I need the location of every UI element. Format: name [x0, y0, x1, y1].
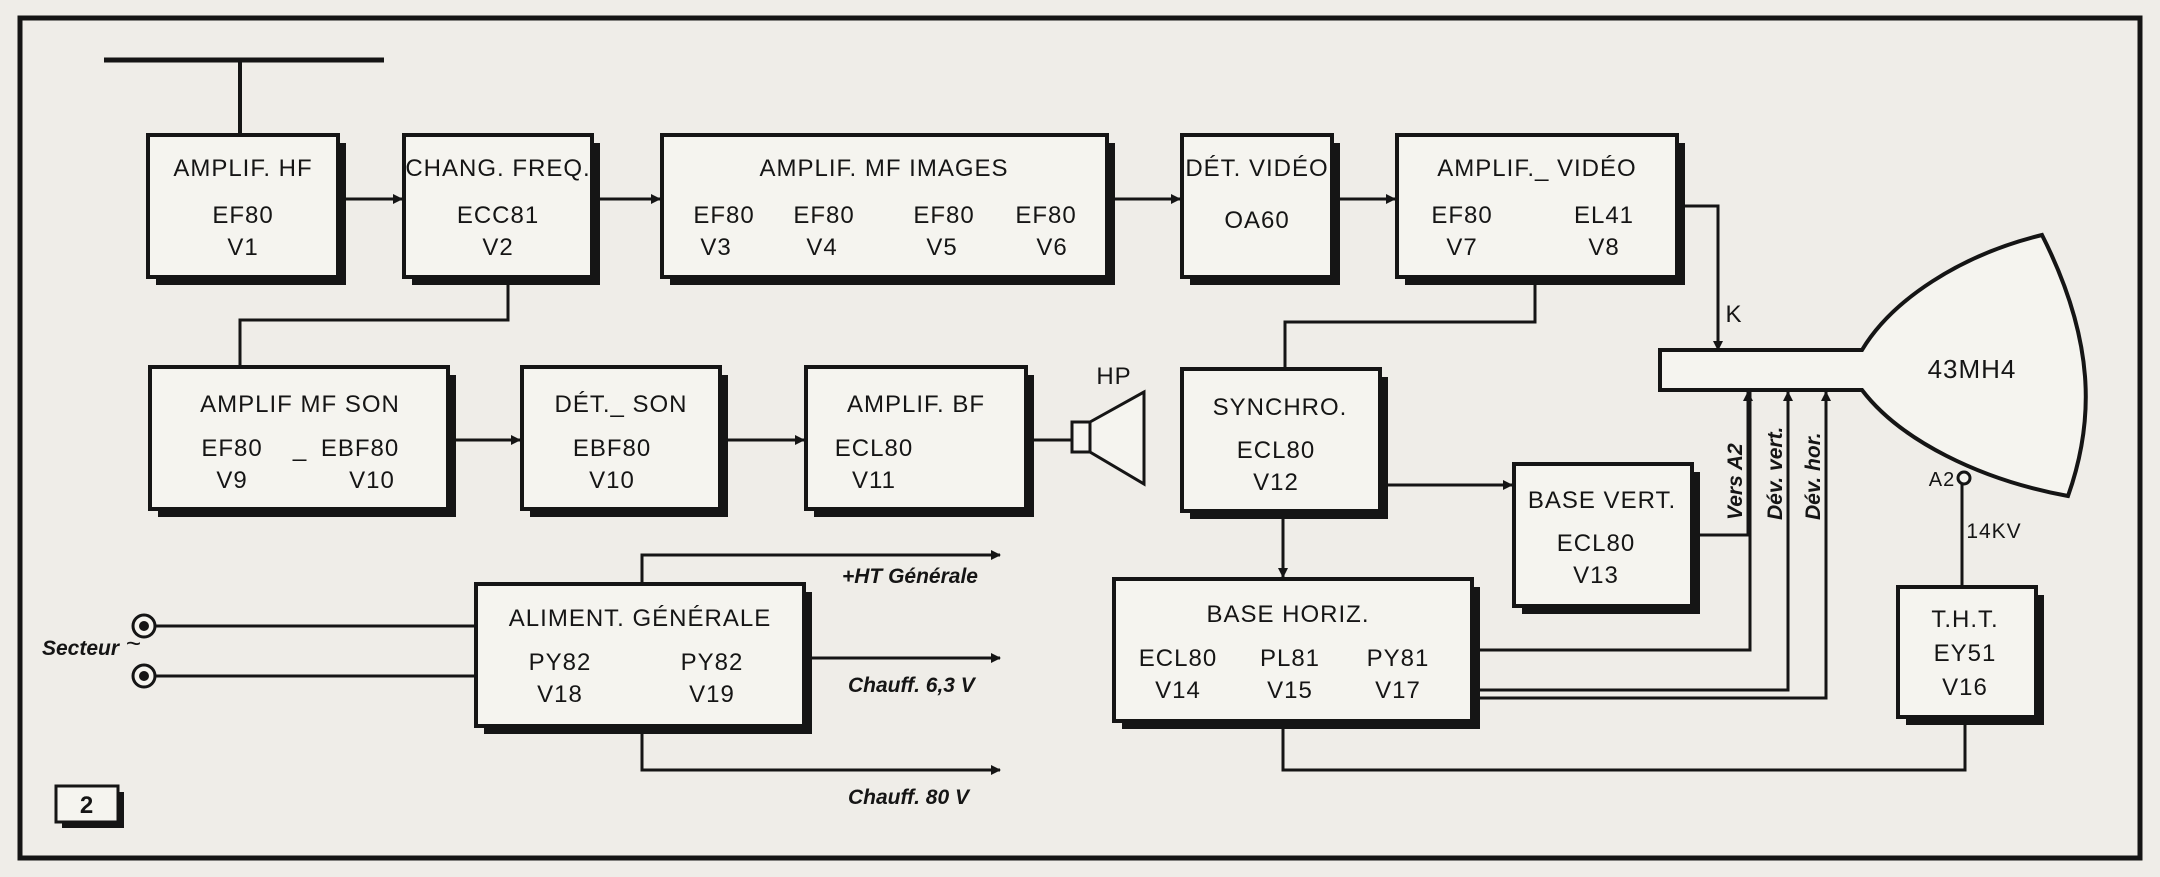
crt-tube	[1658, 232, 2088, 499]
block-det-son: DÉT._ SON EBF80 V10	[520, 365, 728, 517]
block-title: BASE HORIZ.	[1206, 601, 1369, 628]
tube-ref: V18	[537, 681, 583, 708]
vers-a2-label: Vers A2	[1724, 443, 1747, 520]
block-title: CHANG. FREQ.	[405, 155, 590, 182]
cathode-label: K	[1725, 301, 1742, 328]
tube-type: OA60	[1224, 207, 1289, 234]
tube-type: EF80	[201, 435, 262, 462]
tube-type: PY82	[681, 649, 744, 676]
dev-hor-label: Dév. hor.	[1802, 432, 1825, 520]
tube-type: EF80	[1431, 202, 1492, 229]
tube-type: EY51	[1934, 640, 1997, 667]
block-title: AMPLIF. HF	[173, 155, 312, 182]
tube-type: ECL80	[1557, 530, 1635, 557]
block-base-horiz: BASE HORIZ. ECL80 PL81 PY81 V14 V15 V17	[1112, 577, 1480, 729]
tube-ref: V8	[1588, 234, 1619, 261]
mains-terminal-top	[131, 613, 157, 639]
tube-ref: V16	[1942, 674, 1988, 701]
ht-generale-label: +HT Générale	[842, 565, 978, 588]
tube-type: ECL80	[1237, 437, 1315, 464]
block-title: BASE VERT.	[1528, 487, 1676, 514]
tube-type: EBF80	[321, 435, 399, 462]
speaker-label: HP	[1096, 363, 1131, 390]
block-title: SYNCHRO.	[1213, 394, 1348, 421]
tube-ref: V12	[1253, 469, 1299, 496]
tube-type: ECL80	[1139, 645, 1217, 672]
tube-ref: V19	[689, 681, 735, 708]
block-title: AMPLIF. MF IMAGES	[759, 155, 1008, 182]
tube-ref: V5	[926, 234, 957, 261]
tube-type: EL41	[1574, 202, 1634, 229]
tube-type: PY81	[1367, 645, 1430, 672]
block-amplif-bf: AMPLIF. BF ECL80 V11	[804, 365, 1034, 517]
tube-type: ECL80	[835, 435, 913, 462]
tube-ref: V1	[227, 234, 258, 261]
block-title: AMPLIF._ VIDÉO	[1437, 155, 1636, 182]
tube-ref: V11	[852, 467, 896, 494]
secteur-label: Secteur	[42, 637, 121, 660]
block-title: ALIMENT. GÉNÉRALE	[509, 605, 771, 632]
block-synchro: SYNCHRO. ECL80 V12	[1180, 367, 1388, 519]
block-amplif-mf-son: AMPLIF MF SON EF80 _ EBF80 V9 V10	[148, 365, 456, 517]
block-tht: T.H.T. EY51 V16	[1896, 585, 2044, 725]
figure-number: 2	[80, 792, 94, 819]
block-title: T.H.T.	[1931, 606, 1998, 633]
row2-connectors	[448, 435, 1513, 578]
figure-frame	[17, 15, 2143, 861]
tube-ref: V3	[700, 234, 731, 261]
block-base-vert: BASE VERT. ECL80 V13	[1512, 462, 1700, 614]
dev-vert-label: Dév. vert.	[1764, 427, 1787, 520]
block-title: DÉT. VIDÉO	[1185, 155, 1328, 182]
anode-label: A2	[1929, 469, 1955, 491]
tube-type: EF80	[913, 202, 974, 229]
tube-ref: V15	[1267, 677, 1313, 704]
tube-type: EF80	[1015, 202, 1076, 229]
block-amplif-hf: AMPLIF. HF EF80 V1	[146, 133, 346, 285]
tube-ref: V10	[349, 467, 395, 494]
block-det-video: DÉT. VIDÉO OA60	[1180, 133, 1340, 285]
figure-number-badge: 2	[54, 784, 124, 828]
tube-ref: V13	[1573, 562, 1619, 589]
tube-ref: V9	[216, 467, 247, 494]
chauff-63-label: Chauff. 6,3 V	[848, 674, 977, 697]
tube-ref: V17	[1375, 677, 1421, 704]
antenna-icon	[104, 57, 384, 135]
block-title: DÉT._ SON	[554, 391, 687, 418]
tube-ref: V14	[1155, 677, 1201, 704]
tube-type: EF80	[793, 202, 854, 229]
tube-ref: V10	[589, 467, 635, 494]
mains-terminal-bottom	[131, 663, 157, 689]
block-amplif-video: AMPLIF._ VIDÉO EF80 EL41 V7 V8	[1395, 133, 1685, 285]
hv-label: 14KV	[1966, 520, 2021, 543]
tube-type: ECC81	[457, 202, 539, 229]
tube-type: EF80	[693, 202, 754, 229]
tube-type: EF80	[212, 202, 273, 229]
tilde-symbol: ~	[126, 628, 142, 658]
anode-terminal	[1956, 470, 1972, 486]
crt-label: 43MH4	[1928, 354, 2017, 384]
block-title: AMPLIF MF SON	[200, 391, 400, 418]
tube-ref: V6	[1036, 234, 1067, 261]
supply-connectors	[148, 550, 1001, 775]
block-title: AMPLIF. BF	[847, 391, 985, 418]
block-amplif-mf-images: AMPLIF. MF IMAGES EF80 EF80 EF80 EF80 V3…	[660, 133, 1115, 285]
tube-type: PL81	[1260, 645, 1320, 672]
block-aliment-generale: ALIMENT. GÉNÉRALE PY82 PY82 V18 V19	[474, 582, 812, 734]
tube-type: EBF80	[573, 435, 651, 462]
deflection-connectors	[1281, 391, 1967, 772]
chauff-80-label: Chauff. 80 V	[848, 786, 971, 809]
speaker-icon	[1070, 389, 1146, 487]
tube-type: PY82	[529, 649, 592, 676]
block-chang-freq: CHANG. FREQ. ECC81 V2	[402, 133, 600, 285]
row1-connectors	[238, 194, 1723, 367]
tube-ref: V2	[482, 234, 513, 261]
tube-separator: _	[292, 435, 307, 462]
tube-ref: V4	[806, 234, 837, 261]
tube-ref: V7	[1446, 234, 1477, 261]
